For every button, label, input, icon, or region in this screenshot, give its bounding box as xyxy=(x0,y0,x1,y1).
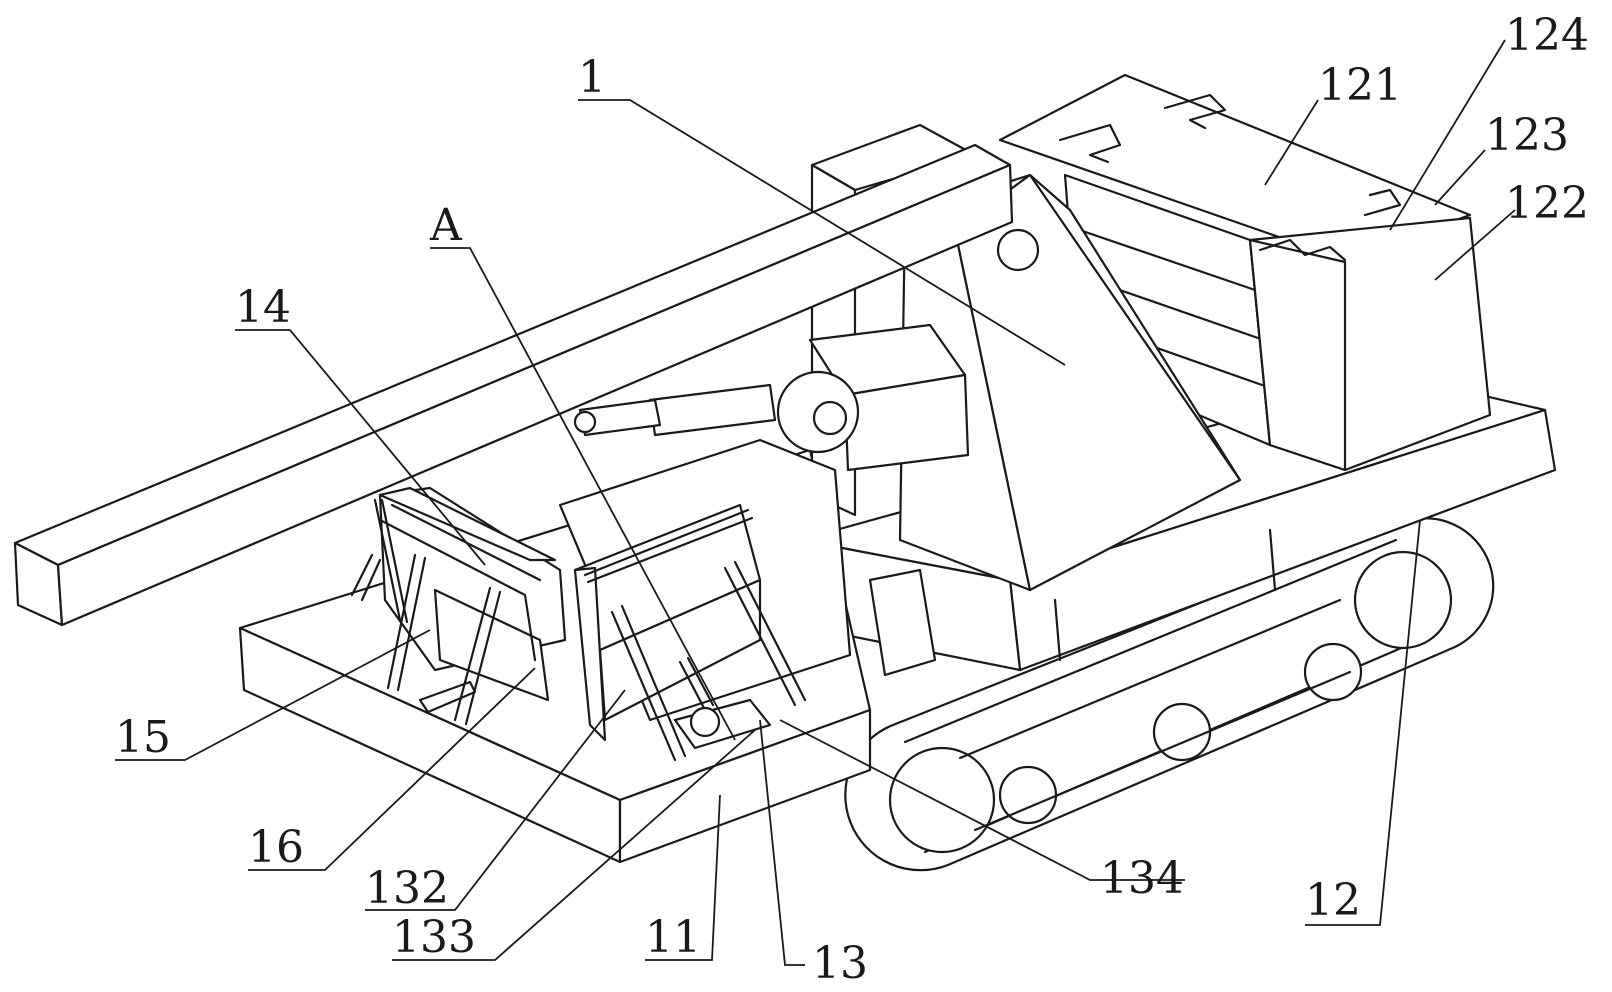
label-132: 132 xyxy=(365,863,449,914)
label-16: 16 xyxy=(248,822,304,873)
label-14: 14 xyxy=(235,282,291,333)
label-134: 134 xyxy=(1100,853,1184,904)
label-1: 1 xyxy=(578,52,606,103)
label-133: 133 xyxy=(392,912,476,963)
label-12: 12 xyxy=(1305,875,1361,926)
label-122: 122 xyxy=(1505,178,1589,229)
label-11: 11 xyxy=(645,912,701,963)
label-15: 15 xyxy=(115,712,171,763)
label-13: 13 xyxy=(812,938,868,989)
label-121: 121 xyxy=(1318,60,1402,111)
label-123: 123 xyxy=(1485,110,1569,161)
label-124: 124 xyxy=(1505,10,1589,61)
label-A: A xyxy=(429,200,463,251)
